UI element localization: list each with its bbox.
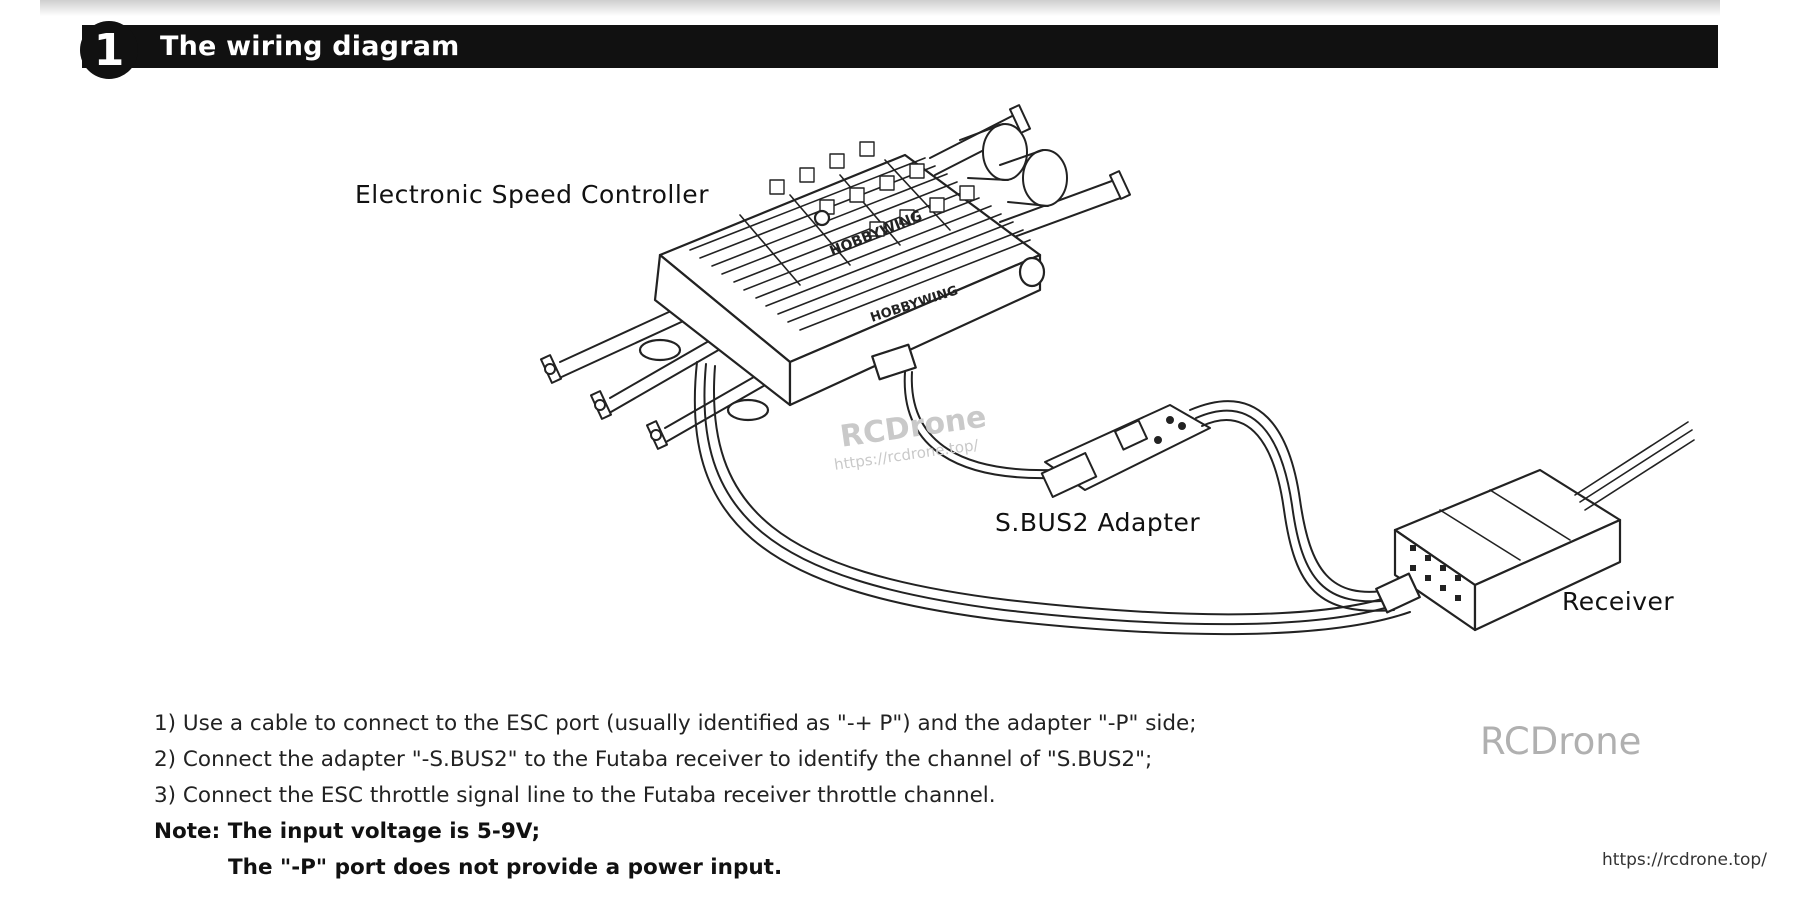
esc-body (638, 141, 1046, 422)
instruction-step-2: 2) Connect the adapter "-S.BUS2" to the … (154, 747, 1153, 772)
note-power: The "-P" port does not provide a power i… (228, 855, 783, 880)
receiver (1375, 421, 1695, 632)
instructions: 1) Use a cable to connect to the ESC por… (154, 706, 1197, 886)
step-number-badge: 1 (80, 21, 138, 79)
esc-right-wires (929, 104, 1132, 241)
step-number: 1 (93, 24, 125, 76)
cable-esc-to-adapter (903, 371, 1053, 480)
adapter-label: S.BUS2 Adapter (995, 508, 1201, 537)
receiver-label: Receiver (1562, 587, 1675, 616)
note-voltage: Note: The input voltage is 5-9V; (154, 819, 541, 844)
sbus2-adapter (1040, 404, 1211, 498)
esc-label: Electronic Speed Controller (355, 180, 709, 209)
section-title: The wiring diagram (160, 31, 460, 62)
cable-adapter-to-receiver (1189, 400, 1395, 612)
cable-esc-to-receiver (693, 361, 1411, 636)
instruction-step-3: 3) Connect the ESC throttle signal line … (154, 783, 996, 808)
right-watermark: RCDrone (1480, 720, 1642, 763)
section-header-bar (82, 25, 1718, 68)
footer-url: https://rcdrone.top/ (1602, 850, 1767, 870)
instruction-step-1: 1) Use a cable to connect to the ESC por… (154, 711, 1197, 736)
top-shadow (40, 0, 1720, 16)
